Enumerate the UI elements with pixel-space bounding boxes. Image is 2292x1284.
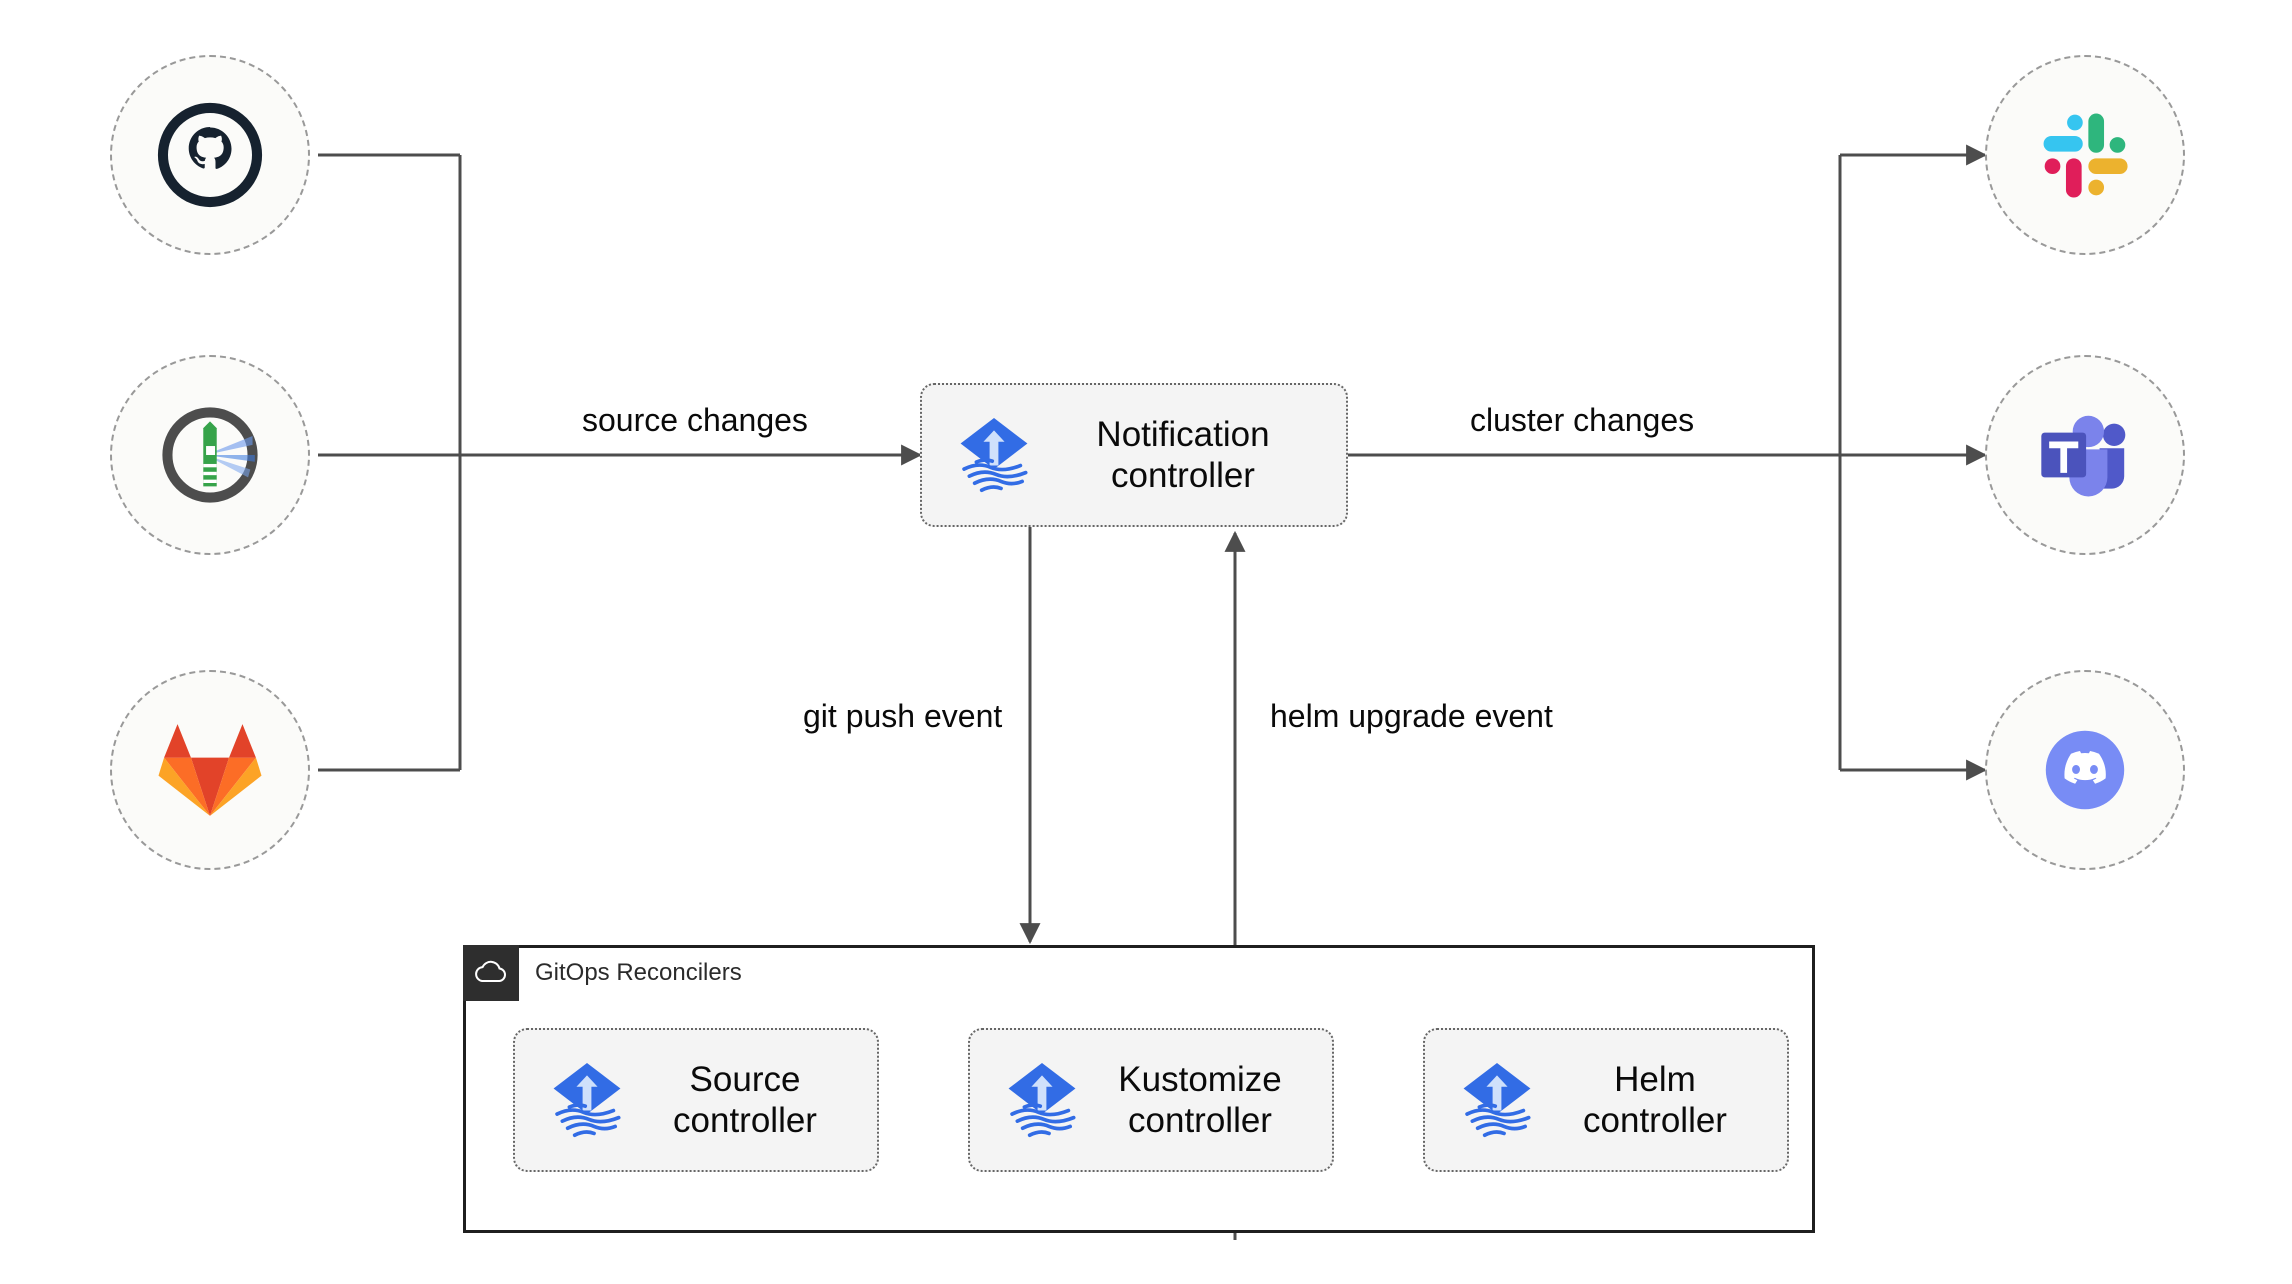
source-node-github[interactable] (110, 55, 310, 255)
flux-logo (553, 1063, 621, 1138)
discord-logo (2045, 730, 2125, 810)
slack-logo (2043, 113, 2128, 198)
flux-logo (1008, 1063, 1076, 1138)
flux-logo (1463, 1063, 1531, 1138)
edge-label-cluster-changes: cluster changes (1462, 400, 1703, 441)
source-controller-box[interactable]: Source controller (513, 1028, 879, 1172)
edge-label-source-changes: source changes (574, 400, 816, 441)
github-logo (157, 102, 263, 208)
source-controller-label: Source controller (673, 1059, 817, 1140)
cloud-icon (463, 945, 519, 1001)
target-node-teams[interactable] (1985, 355, 2185, 555)
edge-label-git-push-event: git push event (795, 696, 1011, 737)
target-node-slack[interactable] (1985, 55, 2185, 255)
container-title: GitOps Reconcilers (535, 959, 742, 986)
teams-logo (2041, 415, 2126, 497)
flagger-logo (162, 407, 258, 503)
flux-logo (960, 418, 1028, 493)
source-node-flagger[interactable] (110, 355, 310, 555)
source-node-gitlab[interactable] (110, 670, 310, 870)
gitlab-logo (158, 724, 262, 816)
target-node-discord[interactable] (1985, 670, 2185, 870)
notification-controller-box[interactable]: Notification controller (920, 383, 1348, 527)
helm-controller-label: Helm controller (1583, 1059, 1727, 1140)
helm-controller-box[interactable]: Helm controller (1423, 1028, 1789, 1172)
kustomize-controller-box[interactable]: Kustomize controller (968, 1028, 1334, 1172)
gitops-reconcilers-header: GitOps Reconcilers (463, 945, 742, 1001)
edge-label-helm-upgrade-event: helm upgrade event (1262, 696, 1561, 737)
notification-controller-label: Notification controller (1096, 414, 1270, 495)
kustomize-controller-label: Kustomize controller (1118, 1059, 1282, 1140)
